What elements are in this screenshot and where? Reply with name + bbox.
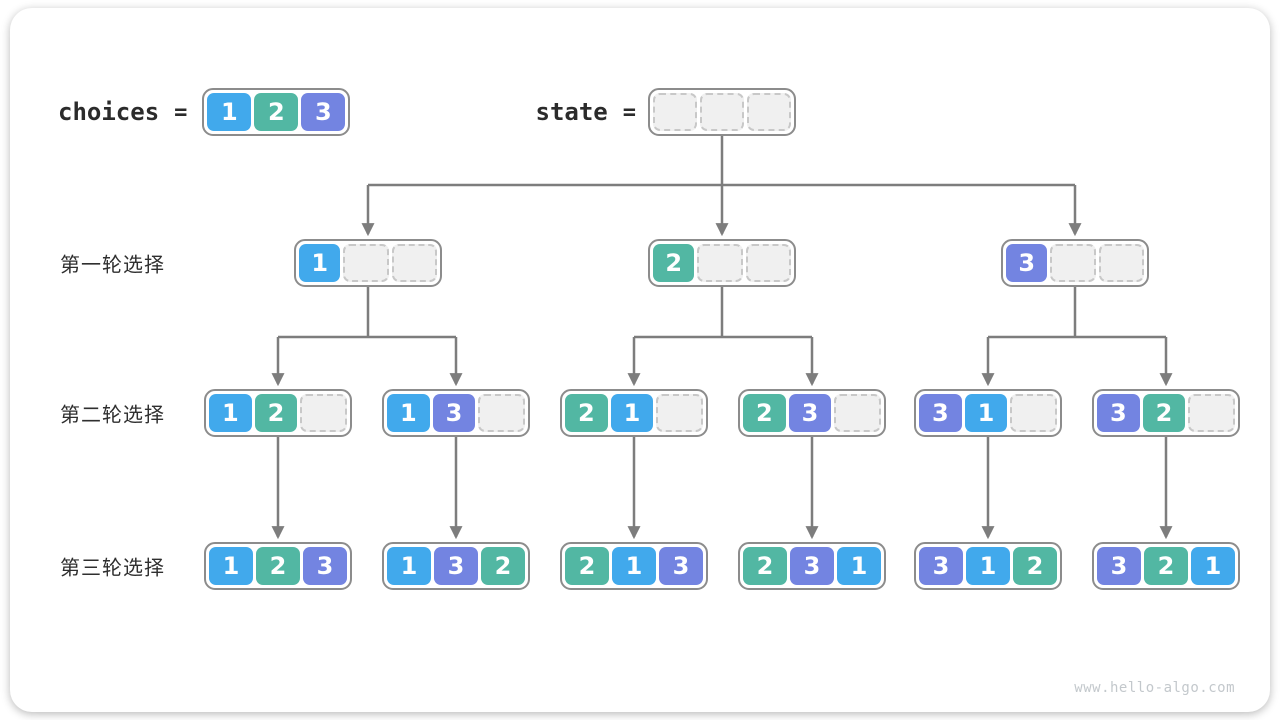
cell-3: 3 [301, 93, 346, 131]
cell-1: 1 [612, 547, 656, 585]
empty-cell [745, 244, 791, 282]
cell-1: 1 [299, 244, 341, 282]
cell-3: 3 [1097, 547, 1141, 585]
row-label-round-3: 第三轮选择 [60, 557, 165, 580]
choices-label: choices [58, 98, 160, 126]
cell-2: 2 [1144, 547, 1188, 585]
state-node [648, 88, 796, 136]
cell-1: 1 [209, 547, 253, 585]
cell-3: 3 [788, 394, 832, 432]
row-label-round-1: 第一轮选择 [60, 254, 165, 277]
empty-cell [1010, 394, 1058, 432]
empty-cell [1050, 244, 1096, 282]
cell-1: 1 [837, 547, 881, 585]
empty-cell [391, 244, 437, 282]
cell-3: 3 [434, 547, 478, 585]
empty-cell [834, 394, 882, 432]
empty-cell [653, 93, 697, 131]
cell-2: 2 [653, 244, 695, 282]
cell-1: 1 [610, 394, 654, 432]
cell-2: 2 [1013, 547, 1057, 585]
cell-2: 2 [743, 547, 787, 585]
watermark: www.hello-algo.com [1074, 680, 1235, 696]
cell-1: 1 [964, 394, 1008, 432]
empty-cell [747, 93, 791, 131]
cell-2: 2 [481, 547, 525, 585]
state-group: state = [536, 88, 637, 136]
cell-2: 2 [565, 547, 609, 585]
cell-1: 1 [1191, 547, 1235, 585]
empty-cell [478, 394, 526, 432]
empty-cell [1098, 244, 1144, 282]
cell-1: 1 [387, 547, 431, 585]
cell-1: 1 [207, 93, 252, 131]
cell-3: 3 [919, 394, 962, 432]
empty-cell [700, 93, 744, 131]
cell-3: 3 [1097, 394, 1140, 432]
cell-3: 3 [919, 547, 963, 585]
cell-1: 1 [966, 547, 1010, 585]
cell-3: 3 [432, 394, 476, 432]
empty-cell [300, 394, 348, 432]
cell-2: 2 [254, 394, 298, 432]
cell-3: 3 [790, 547, 834, 585]
cell-2: 2 [743, 394, 786, 432]
cell-1: 1 [209, 394, 252, 432]
empty-cell [656, 394, 704, 432]
cell-2: 2 [565, 394, 608, 432]
empty-cell [343, 244, 389, 282]
round1-node: 1 [294, 239, 442, 287]
cell-1: 1 [387, 394, 430, 432]
choices-equals-sign: = [174, 99, 188, 125]
state-label: state [535, 98, 608, 126]
cell-2: 2 [256, 547, 300, 585]
state-equals-sign: = [622, 99, 636, 125]
empty-cell [697, 244, 743, 282]
cell-2: 2 [1142, 394, 1186, 432]
round1-node: 2 [648, 239, 796, 287]
cell-3: 3 [659, 547, 703, 585]
cell-2: 2 [254, 93, 299, 131]
cell-3: 3 [1006, 244, 1048, 282]
cell-3: 3 [303, 547, 347, 585]
row-label-round-2: 第二轮选择 [60, 404, 165, 427]
round1-node: 3 [1001, 239, 1149, 287]
empty-cell [1188, 394, 1236, 432]
